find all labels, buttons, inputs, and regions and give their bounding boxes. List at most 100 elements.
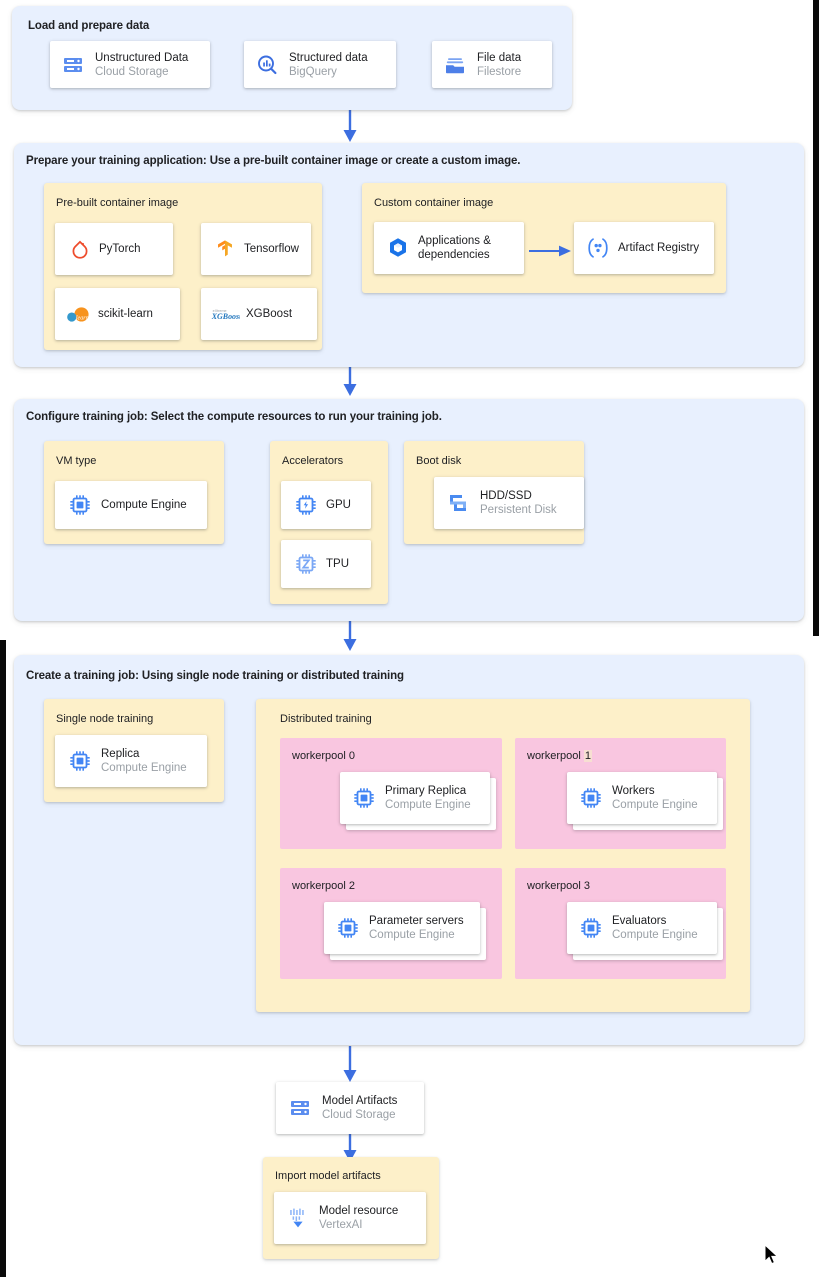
page-edge-strip-left (0, 640, 6, 1277)
card-title: XGBoost (246, 308, 293, 320)
card-replica[interactable]: Replica Compute Engine (55, 735, 207, 787)
workerpool-label-index[interactable]: 1 (583, 750, 592, 762)
card-title: Evaluators (612, 915, 667, 927)
card-title: Primary Replica (385, 785, 467, 797)
card-pytorch[interactable]: PyTorch (55, 223, 173, 275)
compute-engine-icon (579, 916, 603, 940)
group-distributed-training: Distributed training workerpool 0 (256, 699, 750, 1012)
card-title: Unstructured Data (95, 51, 189, 64)
compute-engine-icon (352, 786, 376, 810)
card-applications-and-dependencies[interactable]: Applications & dependencies (374, 222, 524, 274)
card-workers[interactable]: Workers Compute Engine (567, 772, 717, 824)
card-subtitle: Compute Engine (101, 762, 187, 774)
card-primary-replica[interactable]: Primary Replica Compute Engine (340, 772, 490, 824)
group-pre-built-container-image: Pre-built container image PyTorch (44, 183, 322, 350)
compute-engine-icon (336, 916, 360, 940)
workerpool-label-index: 0 (348, 750, 355, 762)
workerpool-1: workerpool 1 (515, 738, 726, 849)
card-title: Workers (612, 785, 655, 797)
group-title: Import model artifacts (275, 1170, 381, 1182)
card-subtitle: Persistent Disk (480, 504, 557, 516)
card-unstructured-data[interactable]: Unstructured Data Cloud Storage (50, 41, 210, 88)
workerpool-0: workerpool 0 (280, 738, 502, 849)
card-title: Compute Engine (101, 499, 187, 511)
card-subtitle: Compute Engine (612, 929, 698, 941)
arrow-create-to-model-artifacts (343, 1046, 357, 1082)
group-title: Pre-built container image (56, 197, 179, 209)
stage-load-and-prepare-data: Load and prepare data Unstructured Data … (12, 6, 572, 110)
card-subtitle: Cloud Storage (95, 65, 169, 78)
card-gpu[interactable]: GPU (281, 481, 371, 529)
card-parameter-servers[interactable]: Parameter servers Compute Engine (324, 902, 480, 954)
cloud-storage-icon (61, 53, 85, 77)
workerpool-label-prefix: workerpool (292, 880, 346, 892)
filestore-icon (443, 53, 467, 77)
stage-title: Create a training job: Using single node… (26, 670, 404, 682)
card-evaluators[interactable]: Evaluators Compute Engine (567, 902, 717, 954)
bigquery-icon (255, 53, 279, 77)
card-subtitle: Cloud Storage (322, 1109, 396, 1121)
group-import-model-artifacts: Import model artifacts Model resource Ve… (263, 1157, 439, 1259)
tpu-icon (294, 552, 318, 576)
card-subtitle: VertexAI (319, 1219, 363, 1231)
group-title: Boot disk (416, 455, 462, 467)
card-title: HDD/SSD (480, 490, 532, 502)
group-vm-type: VM type Compute Engine (44, 441, 224, 544)
card-title: PyTorch (99, 243, 141, 255)
card-tensorflow[interactable]: Tensorflow (201, 223, 311, 275)
arrow-load-to-prepare (343, 106, 357, 142)
card-title: Artifact Registry (618, 242, 700, 254)
svg-text:eXtreme: eXtreme (213, 309, 227, 313)
card-model-artifacts[interactable]: Model Artifacts Cloud Storage (276, 1082, 424, 1134)
workerpool-label: workerpool 1 (527, 750, 592, 762)
workerpool-label: workerpool 2 (292, 880, 355, 892)
stage-title: Configure training job: Select the compu… (26, 411, 442, 423)
card-file-data[interactable]: File data Filestore (432, 41, 552, 88)
xgboost-icon: eXtreme XGBoost (210, 303, 240, 325)
workerpool-label-prefix: workerpool (292, 750, 346, 762)
stage-title: Load and prepare data (28, 20, 150, 32)
mouse-cursor (764, 1244, 779, 1265)
card-xgboost[interactable]: eXtreme XGBoost XGBoost (201, 288, 317, 340)
card-title: Tensorflow (244, 243, 299, 255)
group-accelerators: Accelerators GPU (270, 441, 388, 604)
group-title: VM type (56, 455, 97, 467)
card-structured-data[interactable]: Structured data BigQuery (244, 41, 396, 88)
card-compute-engine[interactable]: Compute Engine (55, 481, 207, 529)
workerpool-2: workerpool 2 (280, 868, 502, 979)
vertex-ai-icon (286, 1206, 310, 1230)
group-single-node-training: Single node training R (44, 699, 224, 802)
card-title: Structured data (289, 51, 368, 64)
workerpool-label-index: 2 (348, 880, 355, 892)
card-subtitle: BigQuery (289, 65, 337, 78)
card-hdd-ssd[interactable]: HDD/SSD Persistent Disk (434, 477, 584, 529)
workerpool-label: workerpool 3 (527, 880, 590, 892)
group-title: Accelerators (282, 455, 344, 467)
container-icon (386, 236, 410, 260)
artifact-registry-icon (586, 236, 610, 260)
card-scikit-learn[interactable]: learn scikit-learn (55, 288, 180, 340)
group-title: Custom container image (374, 197, 494, 209)
page-edge-strip-right (813, 0, 819, 636)
stage-create-training-job: Create a training job: Using single node… (14, 655, 804, 1045)
card-model-resource[interactable]: Model resource VertexAI (274, 1192, 426, 1244)
card-title: Parameter servers (369, 915, 464, 927)
tensorflow-icon (214, 238, 236, 260)
card-tpu[interactable]: TPU (281, 540, 371, 588)
workerpool-label-prefix: workerpool (527, 750, 581, 762)
persistent-disk-icon (446, 491, 470, 515)
card-subtitle: Compute Engine (369, 929, 455, 941)
compute-engine-icon (68, 749, 92, 773)
workerpool-label-index: 3 (583, 880, 590, 892)
card-title: Applications & dependencies (418, 235, 491, 261)
workerpool-label-prefix: workerpool (527, 880, 581, 892)
card-title: File data (477, 51, 522, 64)
card-artifact-registry[interactable]: Artifact Registry (574, 222, 714, 274)
card-subtitle: Filestore (477, 65, 522, 78)
group-title: Single node training (56, 713, 154, 725)
group-boot-disk: Boot disk HDD/SSD Persistent Disk (404, 441, 584, 544)
group-custom-container-image: Custom container image Applications & de… (362, 183, 726, 293)
compute-engine-icon (579, 786, 603, 810)
stage-configure-training-job: Configure training job: Select the compu… (14, 399, 804, 621)
